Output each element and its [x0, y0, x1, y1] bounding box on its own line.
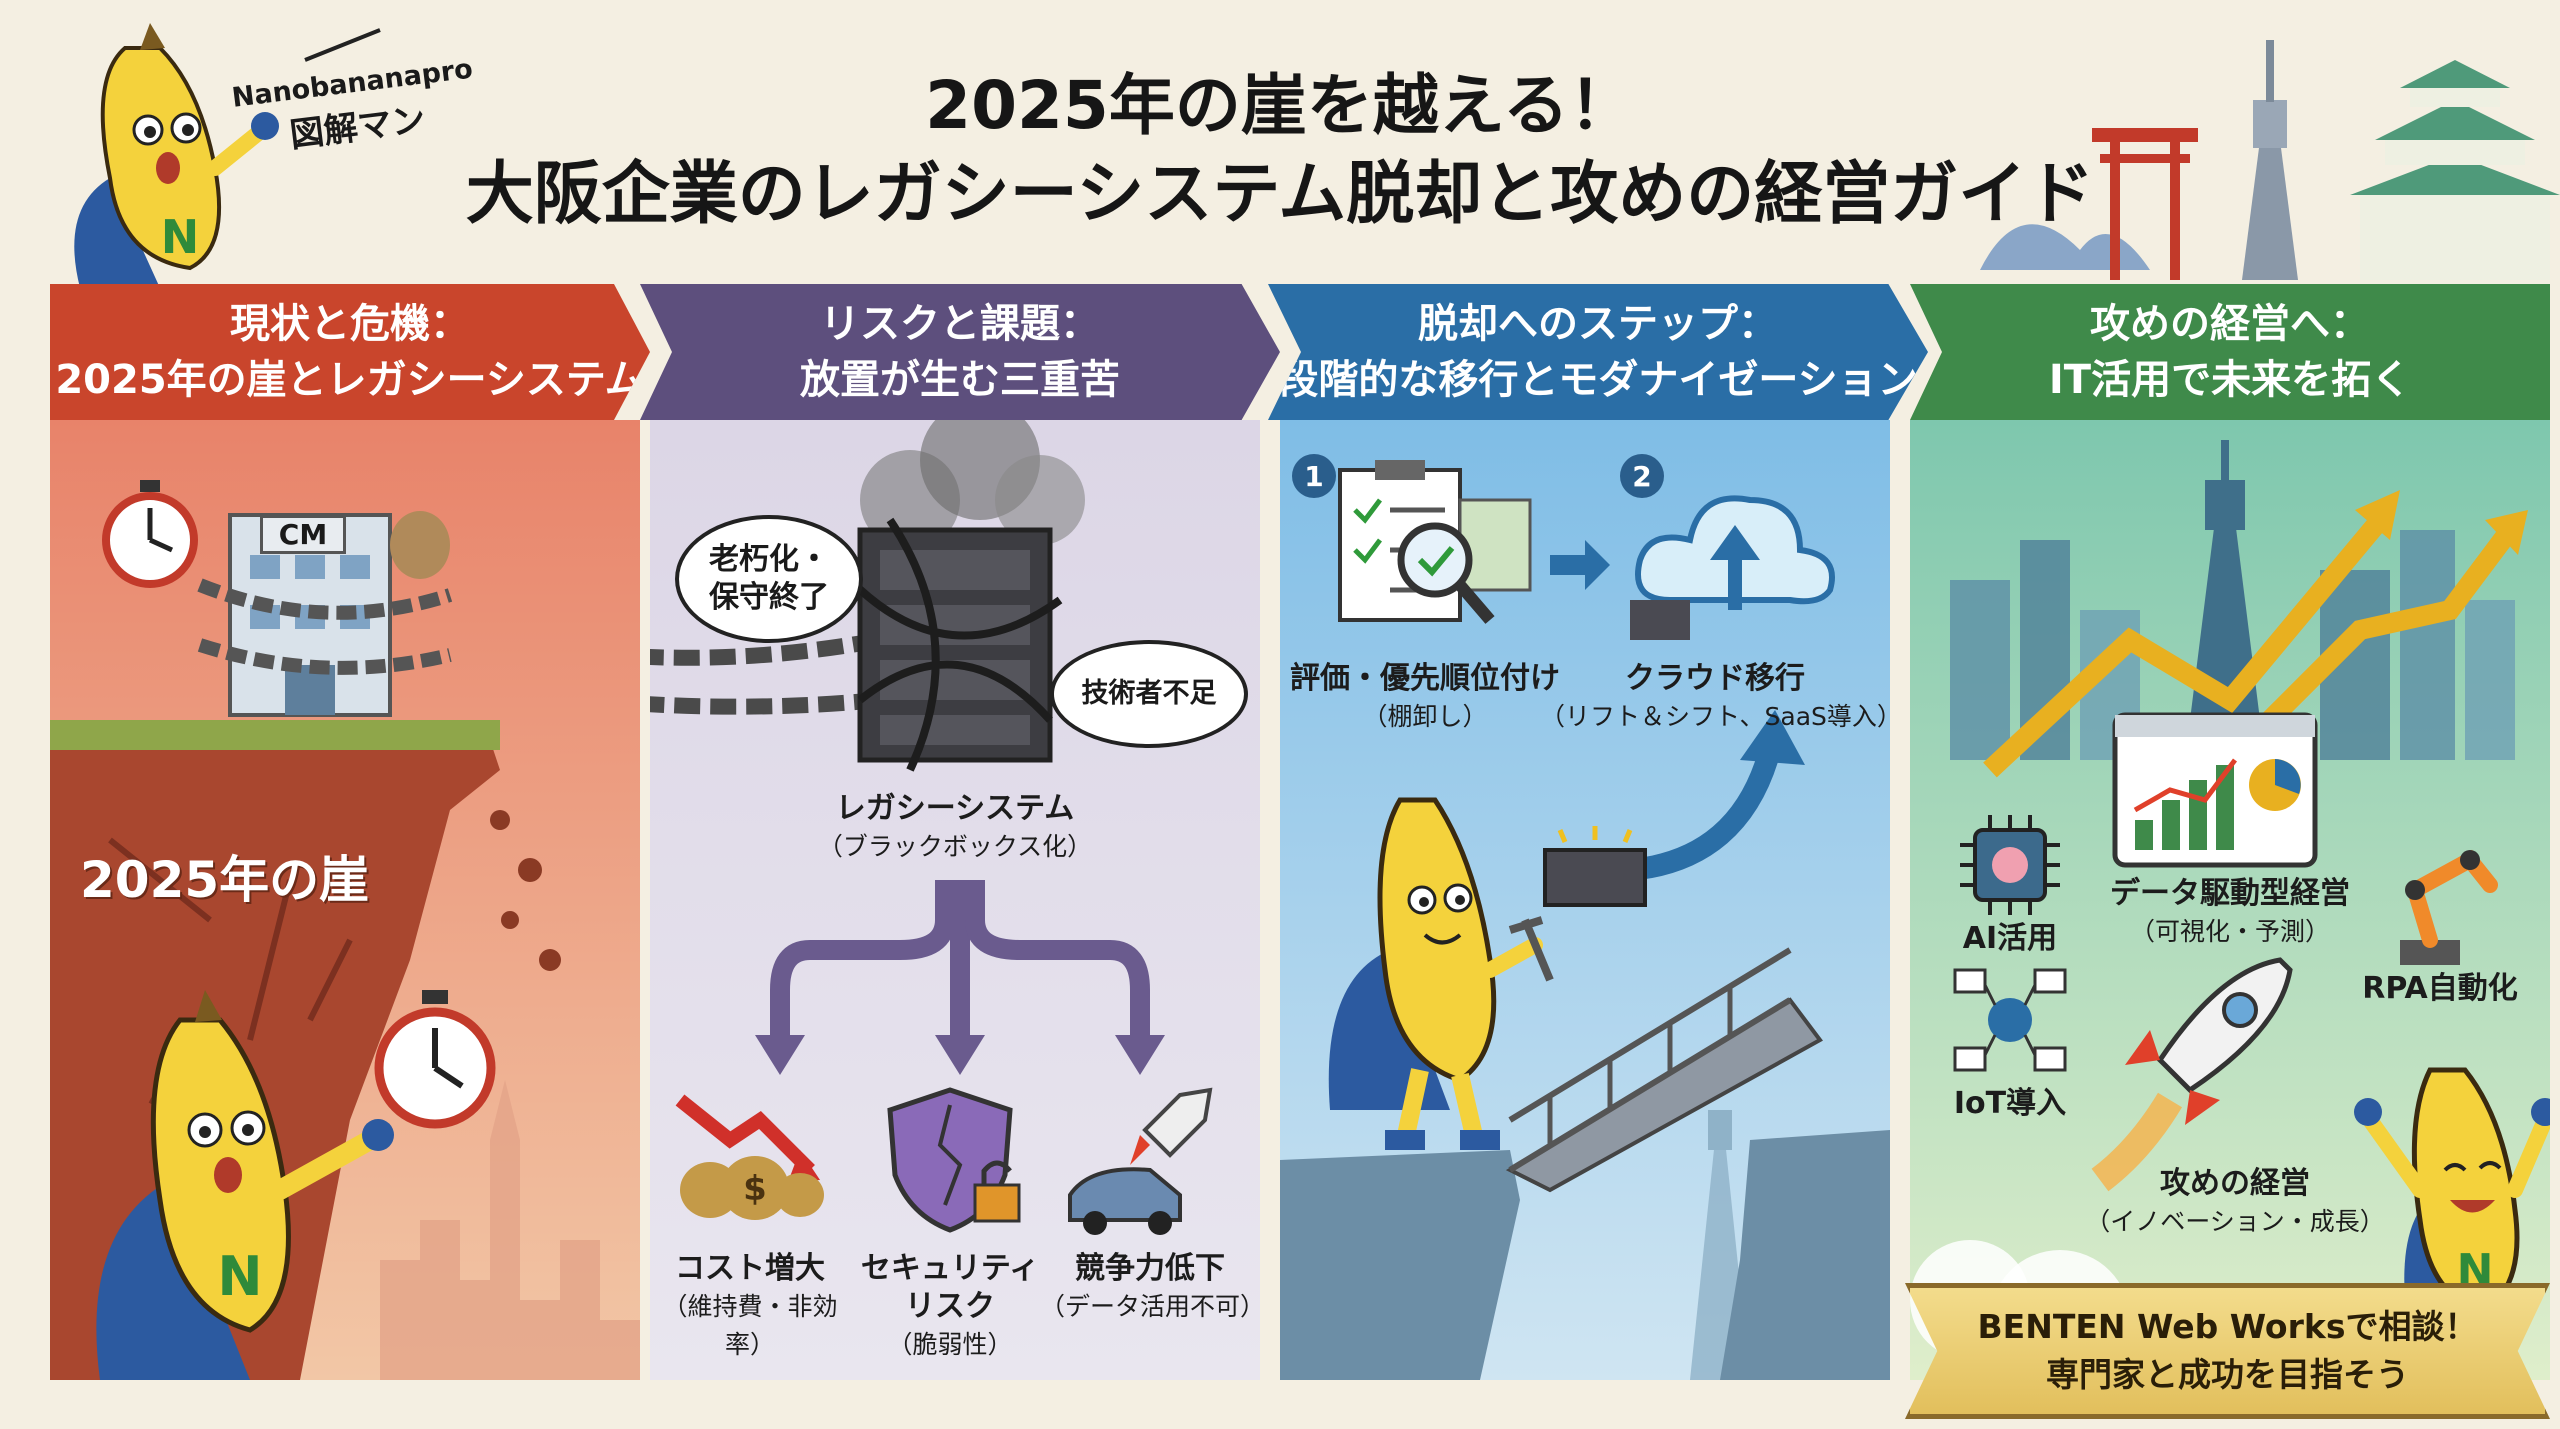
column-header-risk: リスクと課題： 放置が生む三重苦 [640, 284, 1280, 420]
checklist-icon [1338, 460, 1532, 624]
step-2-sub: （リフト＆シフト、SaaS導入） [1540, 702, 1890, 731]
step-2-title: クラウド移行 [1625, 661, 1805, 696]
falling-rocks [490, 810, 561, 971]
column-header-growth: 攻めの経営へ： IT活用で未来を拓く [1910, 284, 2550, 420]
svg-text:$: $ [743, 1169, 767, 1209]
column-header-steps: 脱却へのステップ： 段階的な移行とモダナイゼーション [1268, 284, 1928, 420]
osaka-skyline-illustration [1980, 40, 2560, 280]
item-data-driven-sub: （可視化・予測） [2129, 917, 2330, 946]
network-icon [1953, 968, 2067, 1072]
risk-competitiveness-label: 競争力低下 [1075, 1251, 1225, 1286]
server-label-title: レガシーシステム [835, 791, 1075, 826]
cta-line1: BENTEN Web Worksで相談！ [1977, 1307, 2478, 1346]
curved-arrow [1628, 710, 1805, 881]
item-rpa: RPA自動化 [2362, 971, 2518, 1006]
money-bag-icon: $ [675, 1094, 824, 1220]
step-1-badge: 1 [1292, 454, 1336, 498]
city-silhouette [380, 1080, 640, 1380]
item-data-driven: データ駆動型経営 （可視化・予測） [2080, 875, 2380, 951]
column-header-crisis: 現状と危機： 2025年の崖とレガシーシステム [50, 284, 650, 420]
stopwatch-icon [374, 990, 496, 1129]
growth-heading-line1: 攻めの経営へ： [2090, 301, 2370, 347]
rocket-icon [2091, 957, 2293, 1192]
item-data-driven-label: データ駆動型経営 [2110, 876, 2350, 911]
smoke [860, 420, 1085, 550]
dashboard-icon [2112, 712, 2318, 868]
risk-competitiveness-sub: （データ活用不可） [1040, 1292, 1260, 1321]
bridge-icon [1505, 947, 1823, 1193]
risk-security: セキュリティ リスク （脆弱性） [850, 1250, 1050, 1364]
column-risk: 老朽化・保守終了 技術者不足 レガシーシステム （ブラックボックス化） $ コス… [650, 420, 1260, 1380]
item-offensive-management-label: 攻めの経営 [2160, 1166, 2310, 1201]
gorge-cliffs [1280, 1130, 1890, 1380]
stopwatch-icon [102, 480, 198, 588]
crisis-heading-line2: 2025年の崖とレガシーシステム [55, 357, 645, 403]
risk-security-label-line1: セキュリティ [860, 1251, 1040, 1286]
risk-cost: コスト増大 （維持費・非効率） [650, 1250, 850, 1364]
page-title-line2: 大阪企業のレガシーシステム脱却と攻めの経営ガイド [465, 155, 2095, 234]
risk-competitiveness: 競争力低下 （データ活用不可） [1040, 1250, 1260, 1326]
risk-security-label-line2: リスク [905, 1289, 995, 1324]
future-city-skyline [1950, 440, 2528, 778]
mascot-tag-strokes [304, 28, 381, 62]
step-1-title: 評価・優先順位付け [1290, 661, 1560, 696]
risk-heading-line2: 放置が生む三重苦 [800, 357, 1120, 403]
risk-cost-sub: （維持費・非効率） [662, 1292, 838, 1359]
server-icon [847, 517, 1063, 772]
cloud-upload-icon [1630, 495, 1835, 640]
robot-arm-icon [2400, 849, 2498, 965]
steps-heading-line2: 段階的な移行とモダナイゼーション [1278, 357, 1918, 403]
banana-mascot-builder [1328, 797, 1554, 1150]
column-crisis: CM 2025年の崖 N [50, 420, 640, 1380]
chip-icon [1960, 815, 2060, 915]
cliff-label: 2025年の崖 [80, 851, 370, 909]
svg-text:N: N [161, 210, 200, 264]
item-iot: IoT導入 [1953, 1086, 2067, 1121]
server-label: レガシーシステム （ブラックボックス化） [780, 790, 1130, 866]
bubble-aging-line1: 老朽化・ [709, 542, 829, 577]
item-offensive-management: 攻めの経営 （イノベーション・成長） [2070, 1165, 2400, 1241]
item-offensive-management-sub: （イノベーション・成長） [2085, 1207, 2385, 1236]
branch-arrows [755, 880, 1165, 1075]
risk-cost-label: コスト増大 [675, 1251, 825, 1286]
bubble-aging: 老朽化・保守終了 [675, 515, 863, 643]
risk-security-sub: （脆弱性） [887, 1330, 1013, 1359]
page-title-line1: 2025年の崖を越える！ [925, 67, 1635, 144]
bubble-shortage-text: 技術者不足 [1081, 678, 1217, 709]
chain-icon [650, 632, 882, 715]
shield-icon [887, 1087, 1021, 1233]
bubble-shortage: 技術者不足 [1050, 640, 1248, 748]
risk-heading-line1: リスクと課題： [820, 301, 1100, 347]
cta-line2: 専門家と成功を目指そう [2046, 1355, 2409, 1394]
step-1-label: 評価・優先順位付け （棚卸し） [1280, 660, 1570, 736]
steps-heading-line1: 脱却へのステップ： [1418, 301, 1778, 347]
item-ai: AI活用 [1962, 921, 2058, 956]
bubble-aging-line2: 保守終了 [709, 580, 829, 615]
building-sign: CM [260, 515, 346, 554]
rocket-icon [1068, 1087, 1213, 1235]
arrow-right [1550, 540, 1610, 590]
growth-heading-line2: IT活用で未来を拓く [2048, 357, 2412, 403]
banana-mascot-header: N [74, 23, 279, 288]
step-2-label: クラウド移行 （リフト＆シフト、SaaS導入） [1540, 660, 1890, 736]
step-2-badge: 2 [1620, 454, 1664, 498]
banana-mascot-shocked: N [96, 990, 394, 1380]
svg-text:N: N [217, 1245, 262, 1308]
step-1-sub: （棚卸し） [1362, 702, 1488, 731]
column-growth: AI活用 データ駆動型経営 （可視化・予測） RPA自動化 IoT導入 攻めの経… [1910, 420, 2550, 1380]
column-steps: 1 2 評価・優先順位付け （棚卸し） クラウド移行 （リフト＆シフト、SaaS… [1280, 420, 1890, 1380]
crisis-heading-line1: 現状と危機： [230, 301, 470, 347]
server-label-sub: （ブラックボックス化） [817, 832, 1093, 861]
cta-banner[interactable]: BENTEN Web Worksで相談！ 専門家と成功を目指そう [1905, 1283, 2550, 1419]
server-box-icon [1543, 826, 1647, 907]
